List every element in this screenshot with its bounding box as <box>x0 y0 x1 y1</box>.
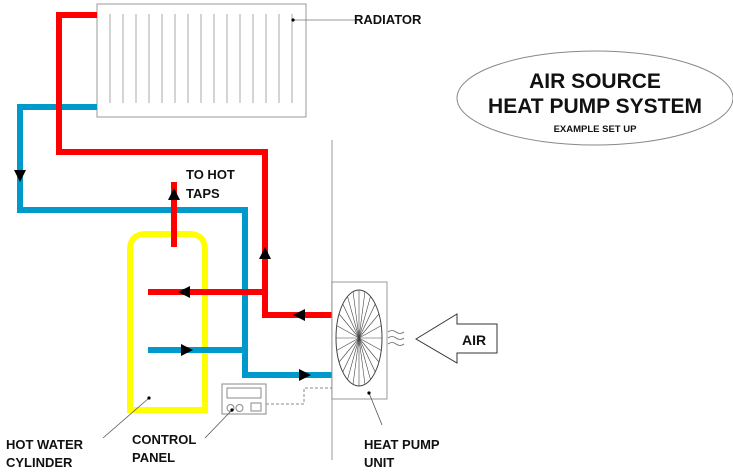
air-wave-icon <box>387 330 405 346</box>
cold-return-pipe <box>17 104 333 378</box>
cylinder-leader-line <box>102 397 150 439</box>
hot-taps-label-1: TO HOT <box>186 167 235 182</box>
fan-spoke <box>358 337 376 373</box>
hot-taps-label-2: TAPS <box>186 186 220 201</box>
heat-pump-label-2: UNIT <box>364 455 394 470</box>
control-label-1: CONTROL <box>132 432 196 447</box>
fan-spoke <box>338 313 360 339</box>
fan-spoke <box>358 337 382 351</box>
hot-water-cylinder <box>127 231 208 413</box>
flow-arrows <box>14 170 311 381</box>
arrow-right-icon <box>299 369 311 381</box>
fan-spoke <box>338 337 360 363</box>
arrow-left-icon <box>178 286 190 298</box>
cylinder-label-2: CYLINDER <box>6 455 73 470</box>
heat-pump-leader-dot <box>367 391 371 395</box>
title-line1: AIR SOURCE <box>529 70 661 93</box>
fan-spoke <box>358 337 366 385</box>
heat-pump-leader-line <box>368 392 383 426</box>
arrow-up-icon <box>168 188 180 200</box>
radiator-label: RADIATOR <box>354 12 422 27</box>
title-line2: HEAT PUMP SYSTEM <box>488 95 702 118</box>
control-leader-line <box>204 409 233 439</box>
fan-spoke <box>358 313 380 339</box>
arrow-right-icon <box>181 344 193 356</box>
fan-spoke <box>347 296 360 339</box>
radiator <box>96 3 307 118</box>
radiator-leader-dot <box>291 18 295 22</box>
fan-spoke <box>336 337 360 351</box>
fan-spoke <box>342 337 360 373</box>
control-wire <box>266 387 332 405</box>
control-leader-dot <box>230 408 234 412</box>
cylinder-label-1: HOT WATER <box>6 437 84 452</box>
fan-spoke <box>358 291 366 339</box>
fan-spoke <box>358 296 371 339</box>
fan-spoke <box>358 325 382 339</box>
title-subtitle: EXAMPLE SET UP <box>554 124 638 135</box>
fan-spoke <box>347 337 360 380</box>
fan-spoke <box>352 291 360 339</box>
air-label: AIR <box>462 332 486 348</box>
fan-spoke <box>342 303 360 339</box>
fan-spoke <box>358 303 376 339</box>
fan-spoke <box>352 337 360 385</box>
control-panel <box>221 383 267 415</box>
heat-pump-unit <box>331 281 388 400</box>
arrow-down-icon <box>14 170 26 182</box>
heat-pump-label-1: HEAT PUMP <box>364 437 440 452</box>
fan-spoke <box>358 337 371 380</box>
title-badge: AIR SOURCE HEAT PUMP SYSTEM EXAMPLE SET … <box>456 50 733 146</box>
fan-spoke <box>336 325 360 339</box>
cylinder-leader-dot <box>147 396 151 400</box>
control-label-2: PANEL <box>132 450 175 465</box>
fan-spoke <box>358 337 380 363</box>
arrow-left-icon <box>293 309 305 321</box>
air-arrow-icon <box>415 313 498 364</box>
arrow-up-icon <box>259 247 271 259</box>
